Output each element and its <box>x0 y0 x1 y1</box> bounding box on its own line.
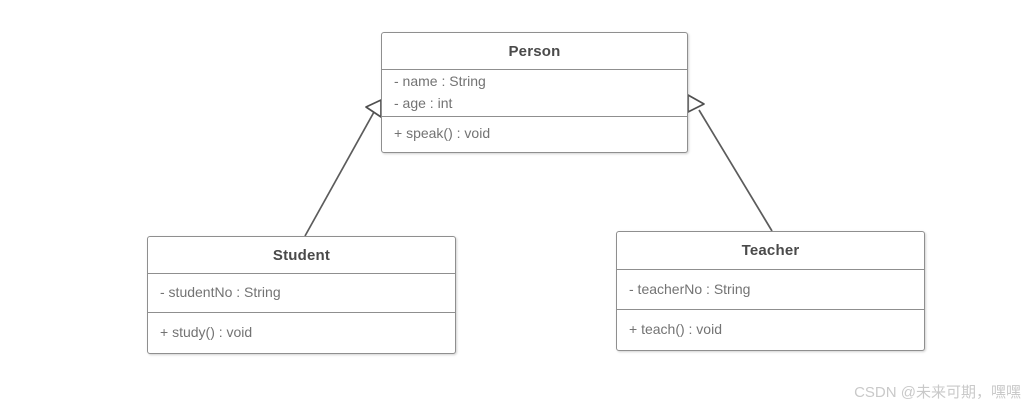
uml-class-person[interactable]: Person - name : String - age : int + spe… <box>381 32 688 153</box>
operations-compartment-student: + study() : void <box>148 313 455 352</box>
attribute-row: - studentNo : String <box>160 284 281 301</box>
operation-row: + teach() : void <box>629 320 722 337</box>
generalization-line-teacher <box>698 109 773 232</box>
uml-class-student[interactable]: Student - studentNo : String + study() :… <box>147 236 456 354</box>
class-name-person: Person <box>382 33 687 70</box>
uml-class-teacher[interactable]: Teacher - teacherNo : String + teach() :… <box>616 231 925 351</box>
generalization-teacher-to-person <box>687 94 773 232</box>
watermark-text: CSDN @未来可期，嘿嘿 <box>854 384 1021 401</box>
attribute-row: - teacherNo : String <box>629 280 751 297</box>
operation-row: + study() : void <box>160 323 253 340</box>
attributes-compartment-person: - name : String - age : int <box>382 70 687 117</box>
generalization-line-student <box>304 111 375 237</box>
attributes-compartment-teacher: - teacherNo : String <box>617 270 924 310</box>
hollow-triangle-arrowhead-student <box>365 99 382 118</box>
class-name-teacher: Teacher <box>617 232 924 270</box>
operations-compartment-teacher: + teach() : void <box>617 310 924 349</box>
attribute-row: - name : String <box>394 73 486 90</box>
attribute-row: - age : int <box>394 95 453 111</box>
attributes-compartment-student: - studentNo : String <box>148 274 455 313</box>
operation-row: + speak() : void <box>394 125 491 142</box>
operations-compartment-person: + speak() : void <box>382 117 687 151</box>
hollow-triangle-arrowhead-teacher <box>687 94 705 113</box>
class-name-student: Student <box>148 237 455 274</box>
generalization-student-to-person <box>304 99 382 237</box>
